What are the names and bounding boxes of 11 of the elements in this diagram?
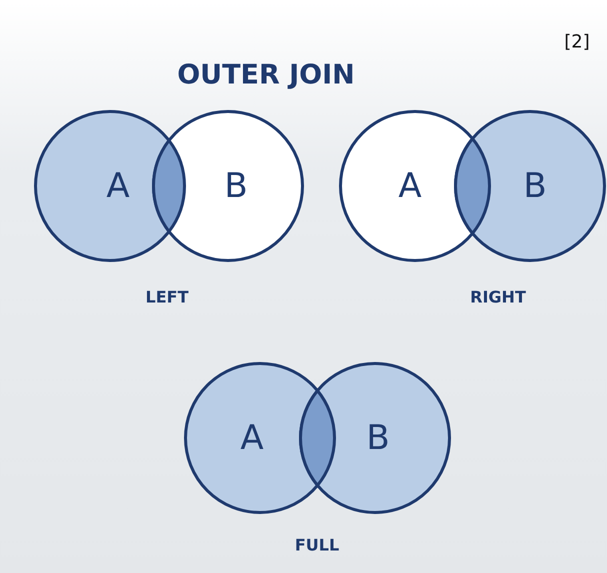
set-label: B <box>366 421 390 455</box>
venn-caption: RIGHT <box>470 288 526 306</box>
set-label: B <box>224 169 248 203</box>
title: OUTER JOIN <box>177 60 355 90</box>
set-label: B <box>523 169 547 203</box>
set-label: A <box>240 421 264 455</box>
venn-caption: FULL <box>294 536 340 554</box>
venn-caption: LEFT <box>146 288 188 306</box>
set-label: A <box>398 169 422 203</box>
reference-number: [2] <box>564 32 590 52</box>
set-label: A <box>106 169 130 203</box>
